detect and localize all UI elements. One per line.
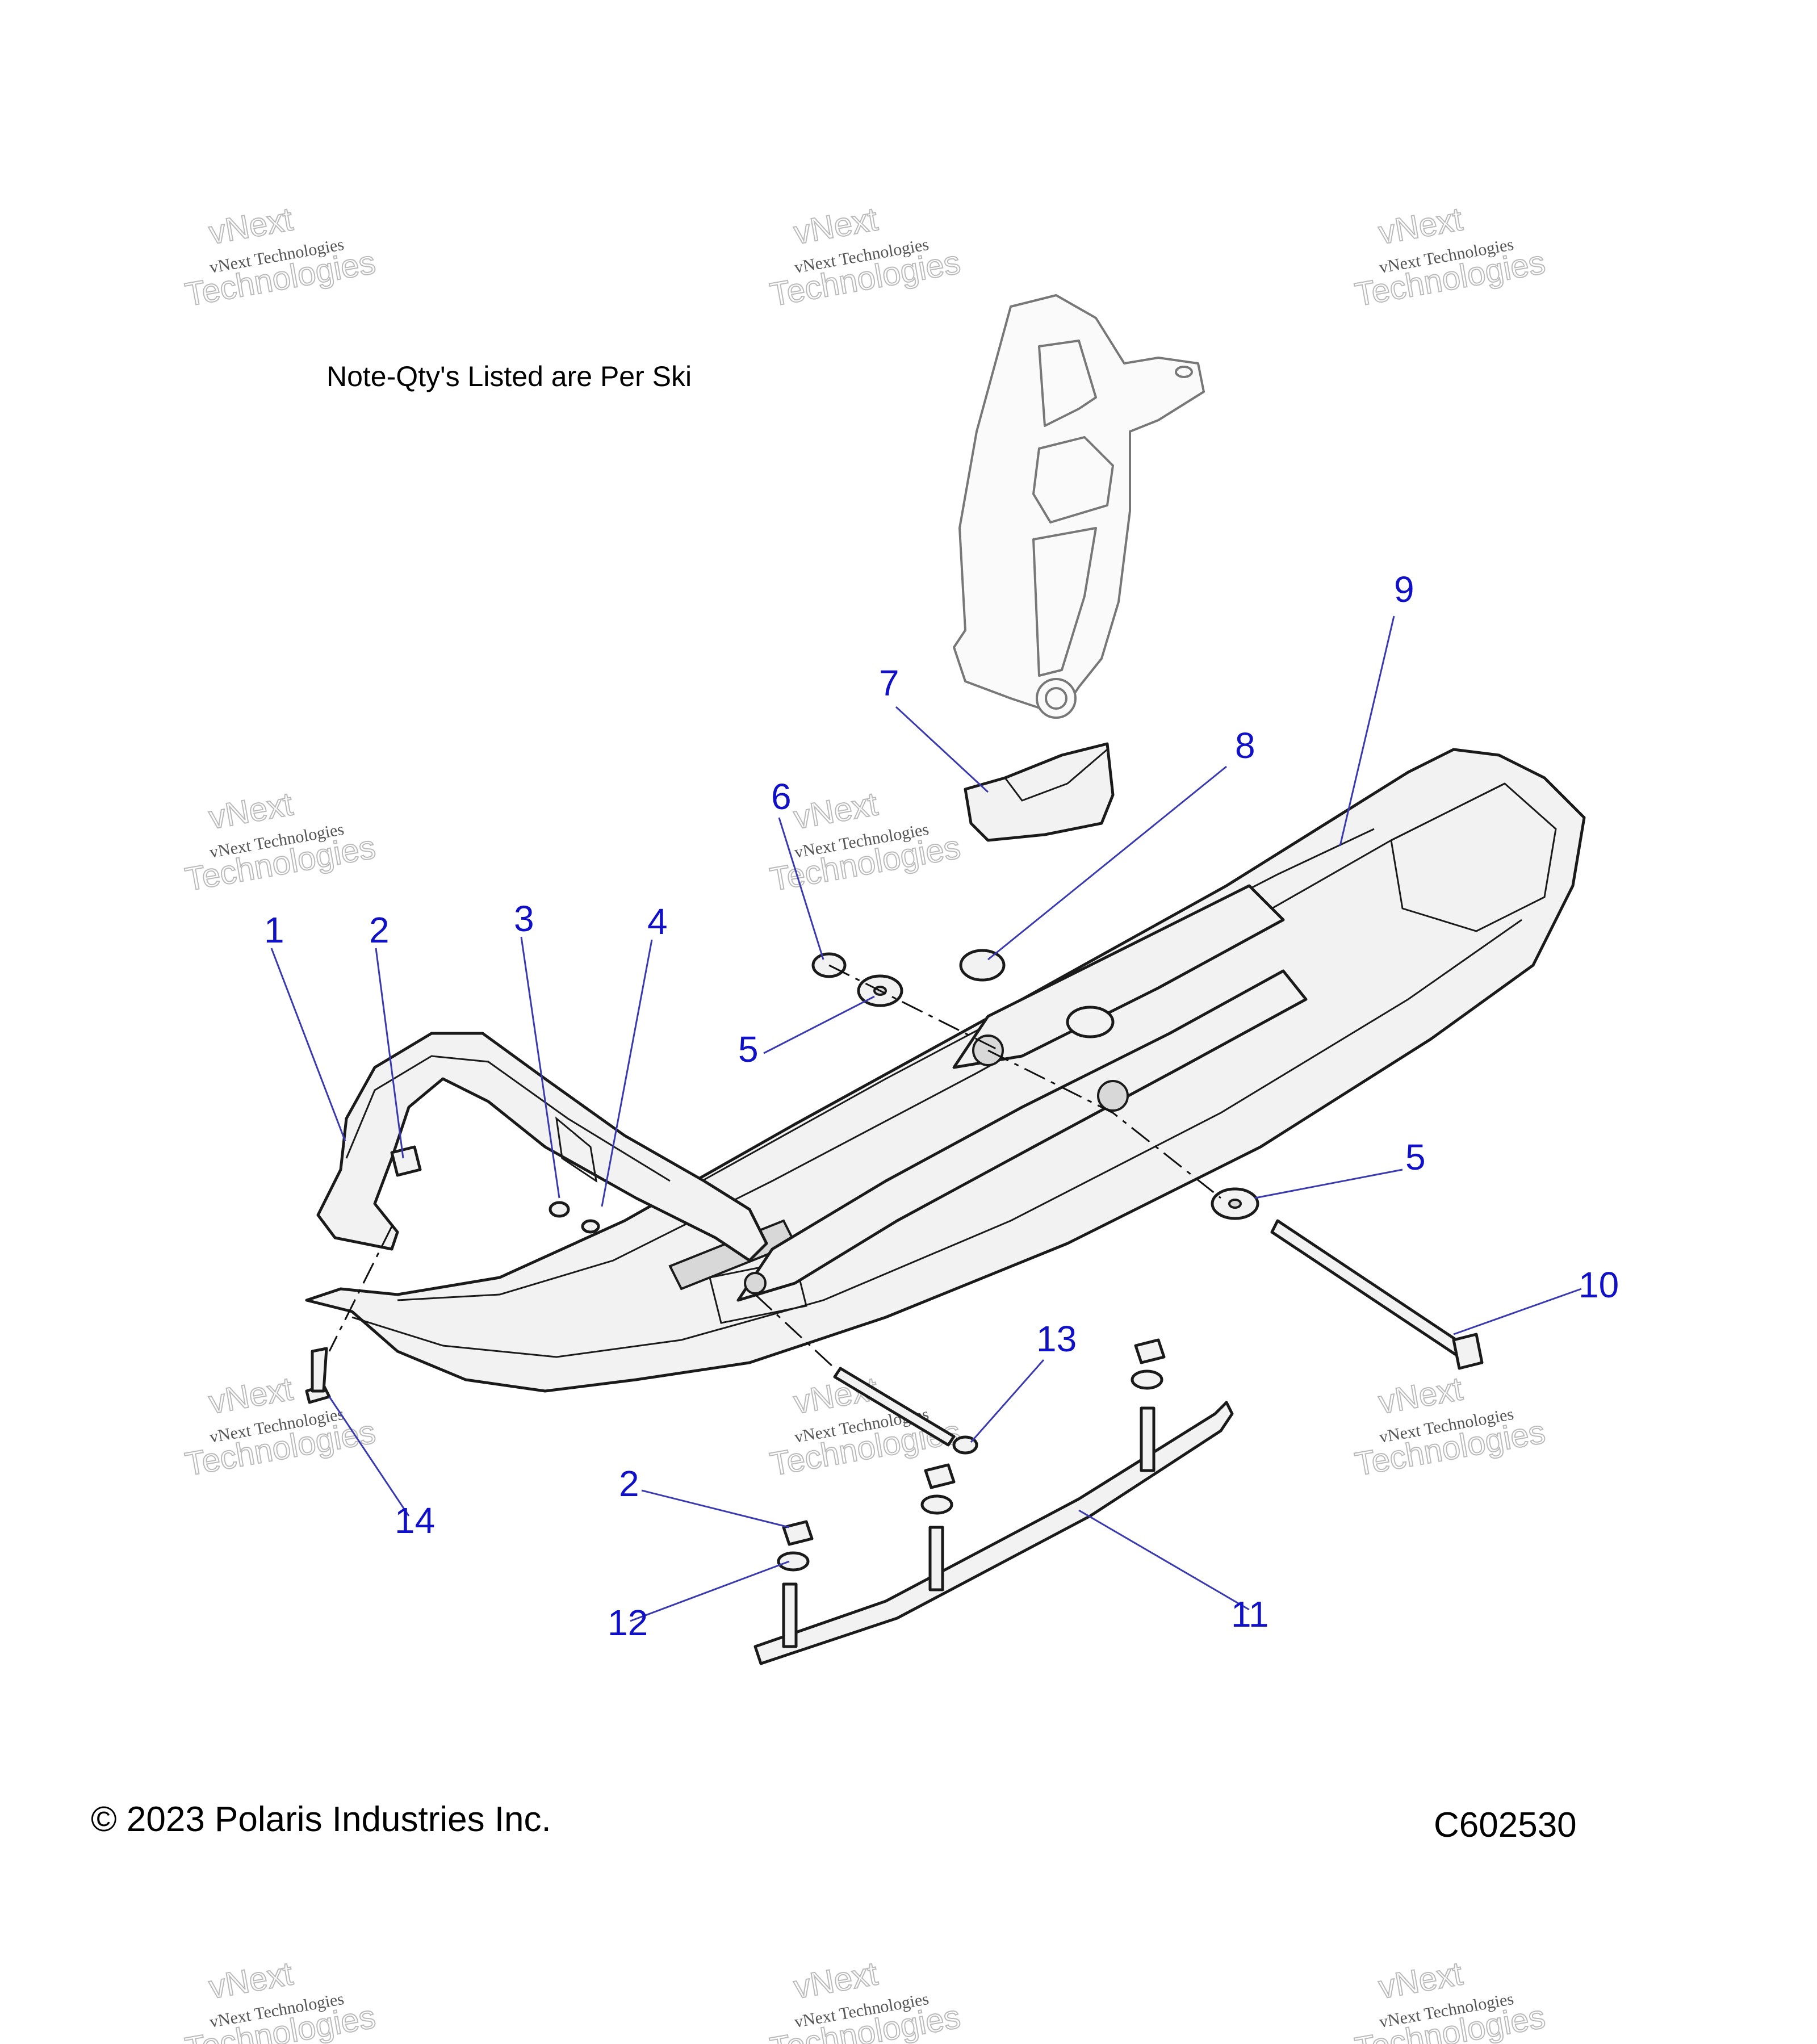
callout-4: 4	[647, 901, 668, 942]
callout-leader-10	[1453, 1288, 1582, 1335]
watermark-word: vNext	[1376, 200, 1465, 252]
callout-leader-11	[1078, 1509, 1250, 1611]
callout-5: 5	[1405, 1137, 1426, 1178]
watermark-word: vNext	[791, 200, 880, 252]
callout-10: 10	[1579, 1264, 1619, 1305]
watermark-word: vNext	[791, 785, 880, 836]
callout-7: 7	[879, 663, 899, 703]
callout-leader-14	[328, 1396, 410, 1517]
callout-leader-8	[987, 765, 1227, 961]
ski-loop-drawing	[316, 1032, 768, 1262]
callout-13: 13	[1036, 1318, 1077, 1359]
callout-2: 2	[369, 910, 390, 950]
callout-12: 12	[608, 1602, 648, 1643]
ski-saddle-drawing	[736, 884, 1308, 1302]
qty-note: Note-Qty's Listed are Per Ski	[326, 361, 692, 392]
callout-14: 14	[395, 1500, 435, 1541]
watermark-word: vNext	[206, 1955, 295, 2006]
callout-3: 3	[514, 898, 534, 939]
callout-1: 1	[264, 910, 284, 950]
callout-leader-13	[970, 1359, 1045, 1443]
wear-bar-drawing	[753, 1338, 1234, 1665]
watermark-word: vNext	[206, 1370, 295, 1421]
figure-code: C602530	[1434, 1806, 1577, 1845]
watermark-word: vNext	[791, 1955, 880, 2006]
callout-2: 2	[619, 1463, 639, 1504]
callout-leader-7	[895, 706, 989, 793]
callout-8: 8	[1235, 725, 1255, 766]
callout-6: 6	[771, 776, 792, 817]
callout-leader-4	[601, 939, 653, 1207]
bumper-drawing	[964, 742, 1115, 842]
watermark-word: vNext	[206, 785, 295, 836]
callout-leader-5	[1254, 1168, 1403, 1199]
watermark-word: vNext	[1376, 1955, 1465, 2006]
callout-leader-1	[270, 948, 346, 1142]
callout-leader-2	[375, 948, 404, 1159]
assembly-axes	[328, 964, 1221, 1369]
callout-leader-3	[520, 936, 560, 1199]
copyright-text: © 2023 Polaris Industries Inc.	[91, 1800, 551, 1839]
watermark-word: vNext	[206, 200, 295, 252]
callout-leader-12	[630, 1560, 790, 1622]
callout-leader-9	[1339, 615, 1395, 847]
callout-leader-5	[763, 995, 875, 1054]
callout-leader-6	[778, 817, 824, 960]
callout-9: 9	[1394, 569, 1414, 610]
callout-leader-2	[641, 1489, 790, 1528]
spindle-reference-drawing	[953, 294, 1205, 719]
callout-5: 5	[738, 1029, 759, 1070]
leader-lines	[270, 615, 1582, 1622]
callout-11: 11	[1231, 1594, 1268, 1635]
watermark-word: vNext	[1376, 1370, 1465, 1421]
